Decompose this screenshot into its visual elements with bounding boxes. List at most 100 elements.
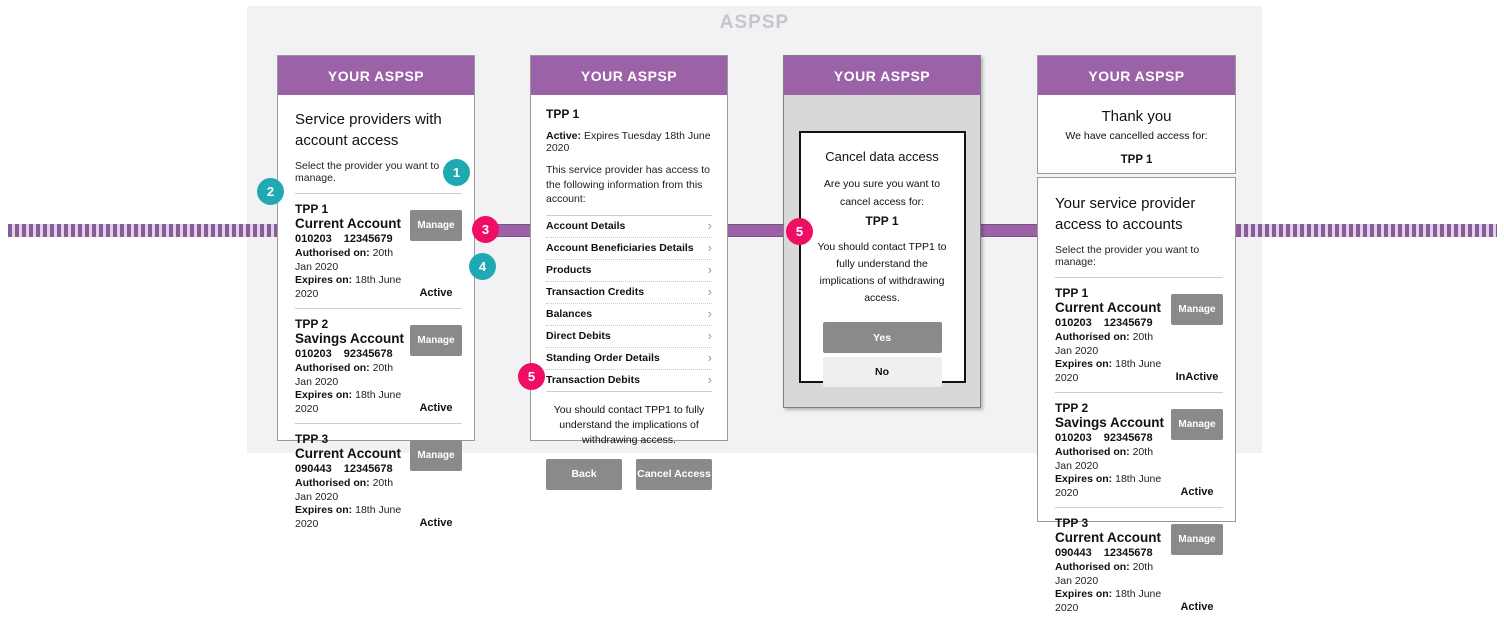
account-number: 92345678 — [343, 348, 393, 360]
dimmed-background: Cancel data access Are you sure you want… — [784, 95, 980, 407]
sort-code: 090443 — [295, 463, 332, 475]
permission-row-account-beneficiaries-details[interactable]: Account Beneficiaries Details › — [546, 238, 712, 260]
manage-button[interactable]: Manage — [410, 210, 462, 241]
tpp-name: TPP 1 — [1120, 154, 1153, 166]
sort-code: 010203 — [1055, 317, 1092, 329]
cancel-access-modal: Cancel data access Are you sure you want… — [798, 131, 966, 387]
divider — [1055, 507, 1223, 508]
permission-row-account-details[interactable]: Account Details › — [546, 216, 712, 238]
cancelled-access-text: We have cancelled access for: — [1065, 130, 1208, 142]
authorised-on: Authorised on: 20th Jan 2020 — [295, 362, 394, 388]
screen-result-provider-list: Your service provider access to accounts… — [1037, 177, 1236, 614]
annotation-badge-2: 2 — [257, 178, 284, 205]
tpp-row-3: TPP 3 Current Account 090443 12345678 Au… — [1055, 508, 1223, 622]
permission-row-transaction-credits[interactable]: Transaction Credits › — [546, 282, 712, 304]
annotation-badge-5: 5 — [786, 218, 813, 245]
permission-row-transaction-debits[interactable]: Transaction Debits › — [546, 372, 712, 387]
page-subtitle: Select the provider you want to manage. — [295, 160, 440, 184]
status-badge: Active — [1180, 601, 1214, 613]
tpp-account-type: Current Account — [295, 446, 402, 461]
tpp-account-numbers: 090443 12345678 — [1055, 546, 1171, 560]
thank-you-title: Thank you — [1101, 108, 1172, 125]
divider — [1055, 277, 1223, 278]
tpp-row-1: TPP 1 Current Account 010203 12345679 Au… — [295, 194, 462, 308]
section-title: Your service provider access to accounts — [1055, 195, 1196, 233]
tpp-account-numbers: 010203 92345678 — [1055, 431, 1171, 445]
permission-row-products[interactable]: Products › — [546, 260, 712, 282]
expires-on: Expires on: 18th June 2020 — [295, 504, 402, 530]
back-button[interactable]: Back — [546, 458, 622, 490]
chevron-right-icon: › — [707, 218, 712, 233]
annotation-badge-1: 1 — [443, 159, 470, 186]
chevron-right-icon: › — [707, 306, 712, 321]
annotation-badge-5: 5 — [518, 363, 545, 390]
screen-header: YOUR ASPSP — [278, 56, 474, 95]
screen-header: YOUR ASPSP — [531, 56, 727, 95]
authorised-on: Authorised on: 20th Jan 2020 — [295, 477, 394, 503]
expires-on: Expires on: 18th June 2020 — [1055, 588, 1162, 614]
chevron-right-icon: › — [707, 372, 712, 387]
status-badge: Active — [419, 287, 453, 299]
authorised-on: Authorised on: 20th Jan 2020 — [1055, 446, 1154, 472]
sort-code: 010203 — [295, 233, 332, 245]
section-subtitle: Select the provider you want to manage: — [1055, 244, 1200, 268]
cancel-access-button[interactable]: Cancel Access — [636, 458, 712, 490]
tpp-account-type: Savings Account — [295, 331, 405, 346]
timeline-ribbon-right — [1237, 224, 1497, 237]
manage-button[interactable]: Manage — [410, 325, 462, 356]
screen-providers: YOUR ASPSP Service providers with accoun… — [277, 55, 475, 530]
sort-code: 090443 — [1055, 547, 1092, 559]
withdraw-warning-text: You should contact TPP1 to fully underst… — [553, 403, 705, 446]
no-button[interactable]: No — [822, 357, 942, 387]
account-number: 12345679 — [343, 233, 393, 245]
expires-on: Expires on: 18th June 2020 — [1055, 473, 1162, 499]
confirm-question: Are you sure you want to cancel access f… — [823, 178, 941, 208]
account-number: 12345679 — [1103, 317, 1153, 329]
chevron-right-icon: › — [707, 350, 712, 365]
tpp-account-numbers: 010203 92345678 — [295, 347, 410, 361]
tpp-account-type: Savings Account — [1055, 415, 1165, 430]
manage-button[interactable]: Manage — [410, 440, 462, 471]
sort-code: 010203 — [1055, 432, 1092, 444]
manage-button[interactable]: Manage — [1171, 294, 1223, 325]
divider — [295, 423, 462, 424]
tpp-name: TPP 1 — [546, 107, 580, 121]
divider — [1055, 392, 1223, 393]
authorised-on: Authorised on: 20th Jan 2020 — [1055, 561, 1154, 587]
annotation-badge-3: 3 — [472, 216, 499, 243]
screen-result-thankyou: YOUR ASPSP Thank you We have cancelled a… — [1037, 55, 1236, 174]
authorised-on: Authorised on: 20th Jan 2020 — [1055, 331, 1154, 357]
tpp-account-numbers: 010203 12345679 — [295, 232, 410, 246]
chevron-right-icon: › — [707, 240, 712, 255]
status-badge: InActive — [1175, 371, 1219, 383]
permission-list: Account Details › Account Beneficiaries … — [546, 214, 712, 392]
permission-row-standing-order-details[interactable]: Standing Order Details › — [546, 348, 712, 370]
tpp-row-3: TPP 3 Current Account 090443 12345678 Au… — [295, 424, 462, 538]
tpp-name: TPP 2 — [1055, 401, 1089, 415]
tpp-row-2: TPP 2 Savings Account 010203 92345678 Au… — [1055, 393, 1223, 507]
timeline-ribbon-solid — [270, 224, 1240, 237]
status-badge: Active — [419, 517, 453, 529]
tpp-name: TPP 2 — [295, 317, 329, 331]
tpp-account-numbers: 090443 12345678 — [295, 462, 410, 476]
expires-on: Expires on: 18th June 2020 — [295, 389, 402, 415]
tpp-status-line: Active: Expires Tuesday 18th June 2020 — [546, 130, 711, 154]
account-number: 12345678 — [1103, 547, 1153, 559]
permission-row-direct-debits[interactable]: Direct Debits › — [546, 326, 712, 348]
sort-code: 010203 — [295, 348, 332, 360]
yes-button[interactable]: Yes — [822, 322, 942, 353]
chevron-right-icon: › — [707, 262, 712, 277]
tpp-account-type: Current Account — [1055, 530, 1162, 545]
tpp-account-type: Current Account — [1055, 300, 1162, 315]
status-badge: Active — [419, 402, 453, 414]
permission-row-balances[interactable]: Balances › — [546, 304, 712, 326]
tpp-row-2: TPP 2 Savings Account 010203 92345678 Au… — [295, 309, 462, 423]
chevron-right-icon: › — [707, 284, 712, 299]
tpp-name: TPP 3 — [295, 432, 329, 446]
tpp-name: TPP 1 — [865, 214, 899, 228]
expires-on: Expires on: 18th June 2020 — [295, 274, 402, 300]
screen-cancel-confirm: YOUR ASPSP Cancel data access Are you su… — [783, 55, 981, 408]
chevron-right-icon: › — [707, 328, 712, 343]
divider — [295, 193, 462, 194]
manage-button[interactable]: Manage — [1171, 409, 1223, 440]
